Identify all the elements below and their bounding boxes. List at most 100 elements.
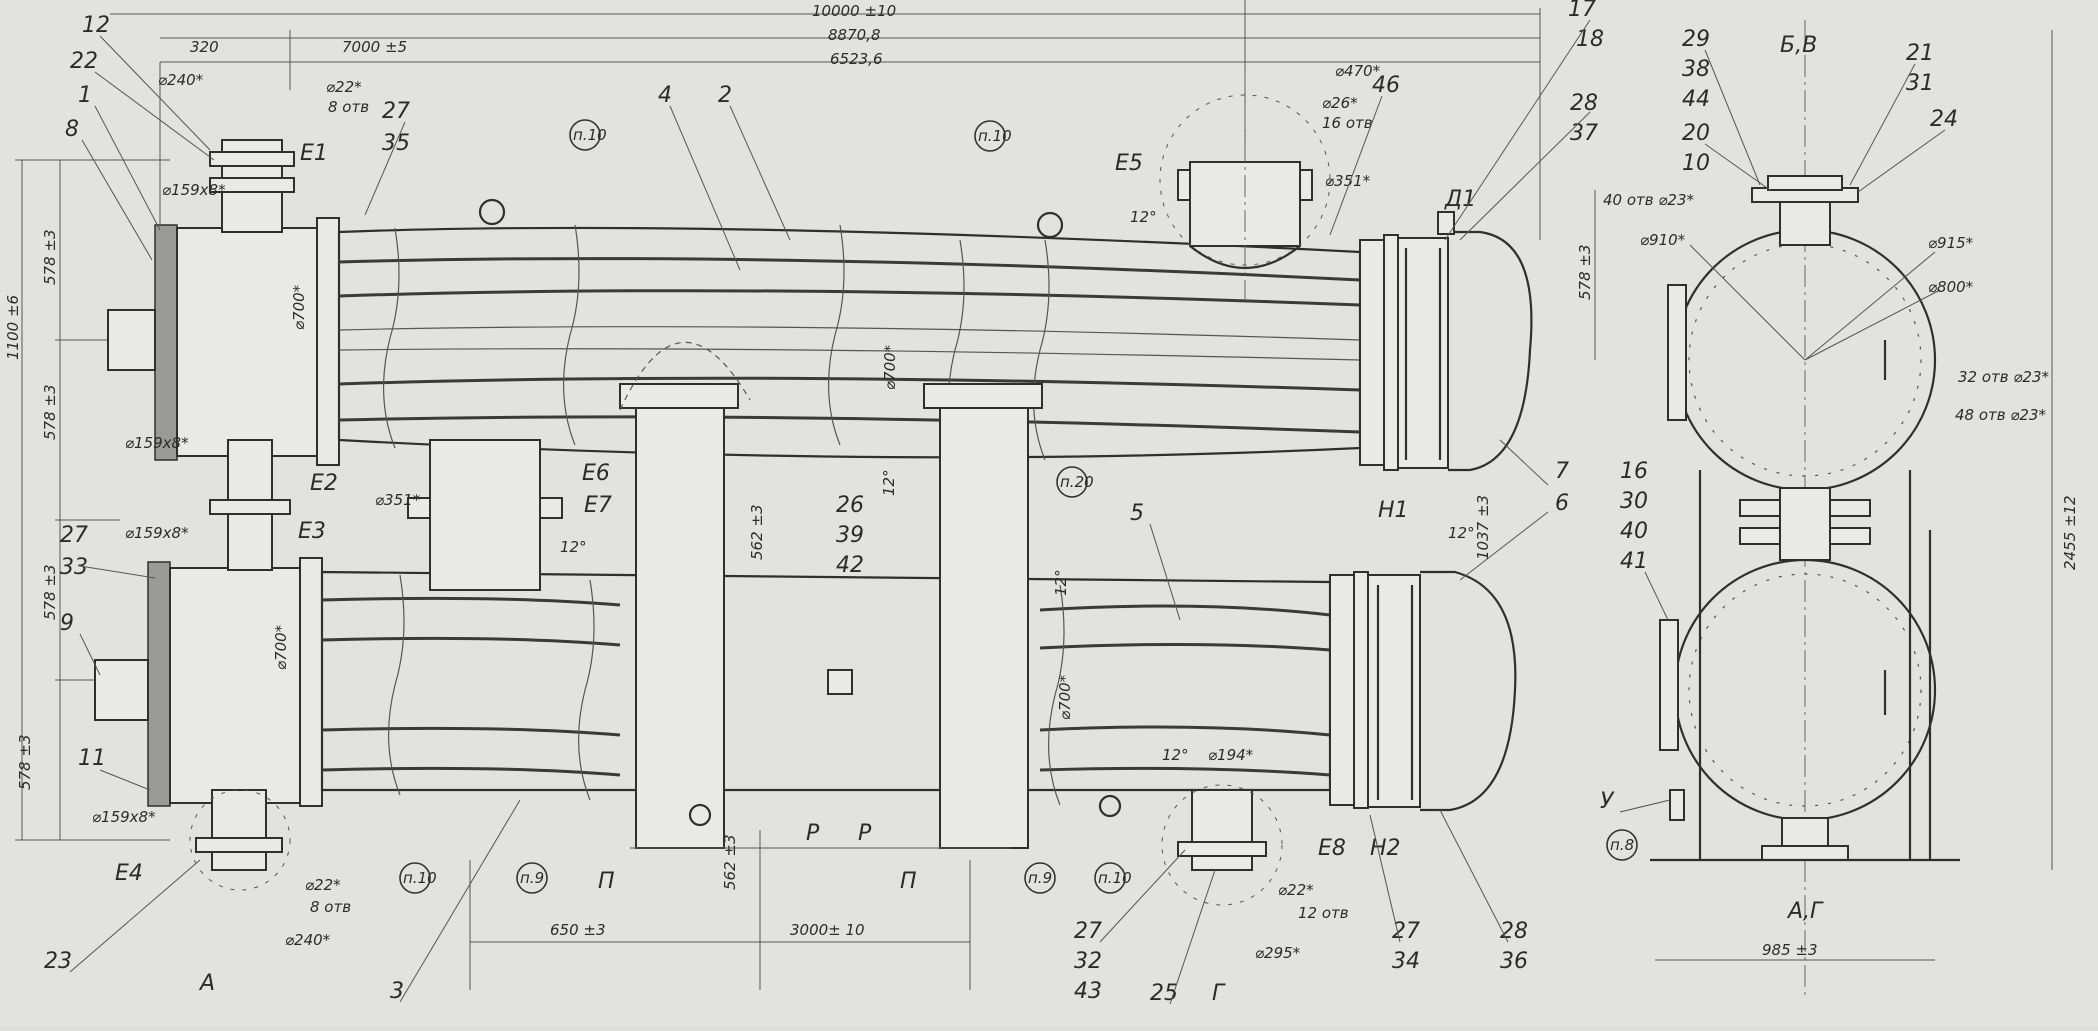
leader-lines [69,19,1946,1005]
callout-33: 33 [60,555,88,580]
lower-shell [94,341,1517,906]
callout-46: 46 [1372,73,1400,98]
label-d12-e8: 12 отв [1298,904,1349,922]
callout-8: 8 [65,117,79,142]
nozzle-e5: Е5 [1115,151,1143,176]
label-angle-a: 12° [1130,208,1157,226]
balloon-7: п.10 [1098,869,1132,887]
nozzle-e1: Е1 [300,141,328,166]
left-dimensions: 1100 ±6 578 ±3 578 ±3 578 ±3 578 ±3 [4,159,170,841]
balloon-4: п.10 [403,869,437,887]
label-d351-e6: ⌀351* [375,491,421,509]
upper-shell [107,70,1533,472]
callout-27d: 27 [1392,919,1420,944]
label-d22-bottom: ⌀22* [305,876,341,894]
callout-24: 24 [1930,107,1958,132]
nozzle-n1: Н1 [1378,498,1409,523]
callouts: 12 22 1 8 27 35 4 2 46 17 18 28 37 27 33… [44,0,1958,1006]
side-view: 578 ±3 2455 ±12 985 ±3 [1576,20,2079,1000]
label-holes40: 40 отв ⌀23* [1603,191,1694,209]
callout-32: 32 [1074,949,1102,974]
label-d351-e5: ⌀351* [1325,172,1371,190]
balloon-3: п.20 [1060,473,1094,491]
callout-6: 6 [1555,491,1569,516]
nozzle-e4: Е4 [115,861,143,886]
nozzle-e7: Е7 [584,493,612,518]
label-d16: 16 отв [1322,114,1373,132]
label-angle-b: 12° [560,538,587,556]
dim-right-view-height: 2455 ±12 [2061,495,2079,570]
label-d8-bottom: 8 отв [310,898,351,916]
callout-3: 3 [390,979,404,1004]
label-d470: ⌀470* [1335,62,1381,80]
label-d915: ⌀915* [1928,234,1974,252]
callout-40: 40 [1620,519,1648,544]
label-d700-b: ⌀700* [881,344,899,390]
label-d159-e2: ⌀159x8* [125,434,189,452]
callout-42: 42 [836,553,864,578]
nozzle-u: У [1600,789,1615,814]
balloon-2: п.10 [978,127,1012,145]
callout-1: 1 [78,83,92,108]
label-d22-e8: ⌀22* [1278,881,1314,899]
label-holes48: 48 отв ⌀23* [1955,406,2046,424]
dim-height-lower-1: 578 ±3 [41,564,59,620]
view-p1: П [598,869,615,894]
diameter-labels: ⌀700* ⌀700* ⌀700* ⌀700* ⌀159x8* ⌀159x8* … [92,62,2049,962]
label-d159-e4: ⌀159x8* [92,808,156,826]
callout-31: 31 [1906,71,1934,96]
view-labels: А Г П П Р Р Б,В А,Г [198,33,1824,1006]
label-d240-bottom: ⌀240* [285,931,331,949]
callout-23: 23 [44,949,72,974]
nozzle-e2: Е2 [310,471,338,496]
label-d194: ⌀194* [1208,746,1254,764]
label-d910: ⌀910* [1640,231,1686,249]
nozzle-d1: Д1 [1444,187,1476,212]
dim-support-height-1: 562 ±3 [748,504,766,560]
dim-top-spacing: 7000 ±5 [342,38,407,56]
callout-27b: 27 [60,523,88,548]
dim-top-flange-left: 320 [190,38,219,56]
view-p2: П [900,869,917,894]
callout-27c: 27 [1074,919,1102,944]
callout-2: 2 [718,83,732,108]
callout-43: 43 [1074,979,1102,1004]
balloon-6: п.9 [1028,869,1052,887]
callout-34: 34 [1392,949,1420,974]
dim-height-upper-2: 578 ±3 [41,384,59,440]
callout-36: 36 [1500,949,1528,974]
callout-28b: 28 [1500,919,1528,944]
view-b-v: Б,В [1780,33,1817,58]
callout-38: 38 [1682,57,1710,82]
label-angle-f: 12° [1448,524,1475,542]
callout-26: 26 [836,493,864,518]
nozzle-labels: Е1 Е2 Е3 Е4 Е5 Е6 Е7 Е8 Д1 Н1 Н2 У [115,141,1615,886]
balloon-8: п.8 [1610,836,1634,854]
callout-28a: 28 [1570,91,1598,116]
dim-right-view-upper: 578 ±3 [1576,244,1594,300]
dim-support-offset: 650 ±3 [550,921,606,939]
dim-center-height: 1037 ±3 [1474,495,1492,560]
view-a: А [198,971,215,996]
label-d700-a: ⌀700* [290,284,308,330]
dim-height-left-total: 1100 ±6 [4,295,22,360]
dim-between-flanges: 8870,8 [828,26,881,44]
callout-44: 44 [1682,87,1710,112]
label-d22-top: ⌀22* [326,78,362,96]
label-angle-d: 12° [1052,569,1070,596]
label-angle-c: 12° [880,469,898,496]
dim-tube-length: 6523,6 [830,50,883,68]
callout-27a: 27 [382,99,410,124]
dim-support-spacing: 3000± 10 [790,921,865,939]
callout-37: 37 [1570,121,1598,146]
view-g: Г [1212,981,1226,1006]
callout-22: 22 [70,49,98,74]
balloon-1: п.10 [573,126,607,144]
callout-21: 21 [1906,41,1934,66]
label-d26: ⌀26* [1322,94,1358,112]
callout-12: 12 [82,13,110,38]
balloons: п.10 п.10 п.20 п.10 п.9 п.9 п.10 п.8 [399,119,1638,894]
dim-height-lower-2: 578 ±3 [16,734,34,790]
